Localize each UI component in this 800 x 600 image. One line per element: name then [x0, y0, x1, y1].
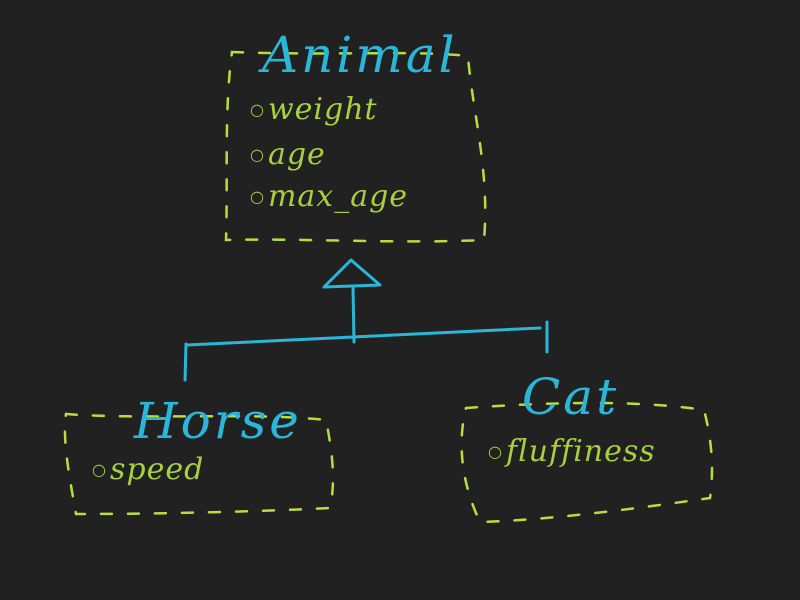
cat-class-box [460, 401, 714, 524]
animal-class-name: Animal [262, 26, 458, 84]
horse-class-box [63, 412, 335, 516]
horse-class-name: Horse [134, 392, 302, 450]
horse-drop-line [183, 342, 188, 382]
animal-attr-weight: ○weight [250, 95, 378, 125]
circle-bullet-icon: ○ [488, 442, 503, 461]
attribute-label: max_age [267, 179, 409, 214]
attribute-label: fluffiness [505, 434, 656, 469]
animal-attr-age: ○age [250, 140, 326, 170]
circle-bullet-icon: ○ [250, 187, 265, 206]
horse-attr-speed: ○speed [92, 455, 204, 485]
inheritance-branch-line [185, 326, 542, 347]
attribute-label: speed [109, 452, 205, 487]
cat-attr-fluffiness: ○fluffiness [488, 437, 656, 467]
attribute-label: age [267, 137, 326, 172]
animal-class-box [224, 50, 487, 243]
inheritance-trunk-line [351, 285, 356, 344]
cat-class-name: Cat [522, 368, 620, 426]
inheritance-arrow-head [322, 258, 382, 289]
attribute-label: weight [267, 92, 378, 127]
animal-attr-max-age: ○max_age [250, 182, 408, 212]
circle-bullet-icon: ○ [250, 145, 265, 164]
circle-bullet-icon: ○ [92, 460, 107, 479]
circle-bullet-icon: ○ [250, 100, 265, 119]
inheritance-connector [183, 258, 549, 382]
